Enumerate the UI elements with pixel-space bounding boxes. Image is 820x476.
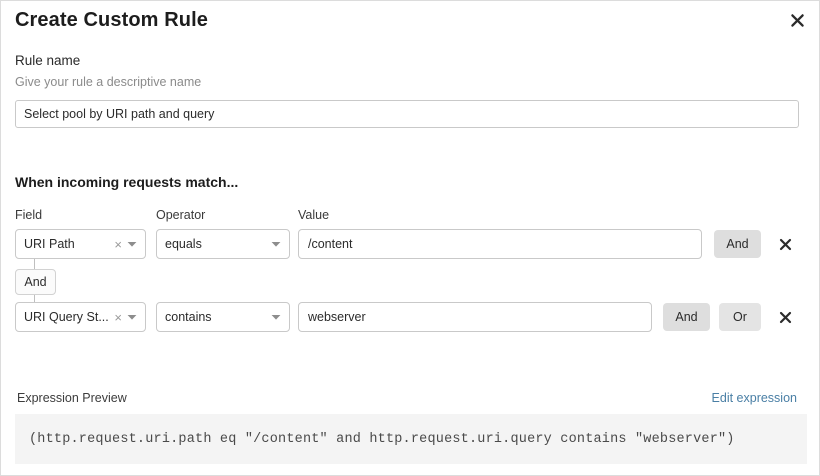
field-select-2[interactable]: URI Query St... × (15, 302, 146, 332)
value-input-2[interactable] (298, 302, 652, 332)
expression-preview-label: Expression Preview (17, 391, 127, 405)
operator-select-2-value: contains (165, 310, 212, 324)
expression-preview-box: (http.request.uri.path eq "/content" and… (15, 414, 807, 464)
and-button-2[interactable]: And (663, 303, 710, 331)
close-icon (790, 13, 805, 28)
or-button-2[interactable]: Or (719, 303, 761, 331)
condition-connector: And (1, 259, 121, 305)
connector-line-top (34, 259, 35, 269)
delete-condition-button-1[interactable] (775, 234, 795, 254)
rule-name-label: Rule name (15, 53, 81, 68)
edit-expression-link[interactable]: Edit expression (711, 391, 797, 405)
delete-condition-button-2[interactable] (775, 307, 795, 327)
and-button-1[interactable]: And (714, 230, 761, 258)
operator-select-1[interactable]: equals (156, 229, 290, 259)
clear-icon[interactable]: × (114, 236, 122, 252)
field-select-1[interactable]: URI Path × (15, 229, 146, 259)
column-header-operator: Operator (156, 208, 206, 222)
close-icon (779, 238, 792, 251)
chevron-down-icon[interactable] (271, 241, 289, 248)
operator-select-1-value: equals (165, 237, 202, 251)
expression-preview-text: (http.request.uri.path eq "/content" and… (29, 431, 735, 447)
field-select-2-value: URI Query St... (24, 310, 109, 324)
column-header-field: Field (15, 208, 43, 222)
rule-name-input[interactable] (15, 100, 799, 128)
column-header-value: Value (298, 208, 330, 222)
connector-line-bottom (34, 295, 35, 305)
value-input-1[interactable] (298, 229, 702, 259)
dialog-title: Create Custom Rule (15, 9, 208, 31)
field-select-1-value: URI Path (24, 237, 75, 251)
close-icon (779, 311, 792, 324)
match-section-heading: When incoming requests match... (15, 174, 239, 190)
connector-and-badge[interactable]: And (15, 269, 56, 295)
clear-icon[interactable]: × (114, 309, 122, 325)
chevron-down-icon[interactable] (127, 241, 145, 248)
chevron-down-icon[interactable] (127, 314, 145, 321)
rule-name-help-text: Give your rule a descriptive name (15, 75, 202, 89)
chevron-down-icon[interactable] (271, 314, 289, 321)
operator-select-2[interactable]: contains (156, 302, 290, 332)
close-dialog-button[interactable] (784, 7, 810, 33)
